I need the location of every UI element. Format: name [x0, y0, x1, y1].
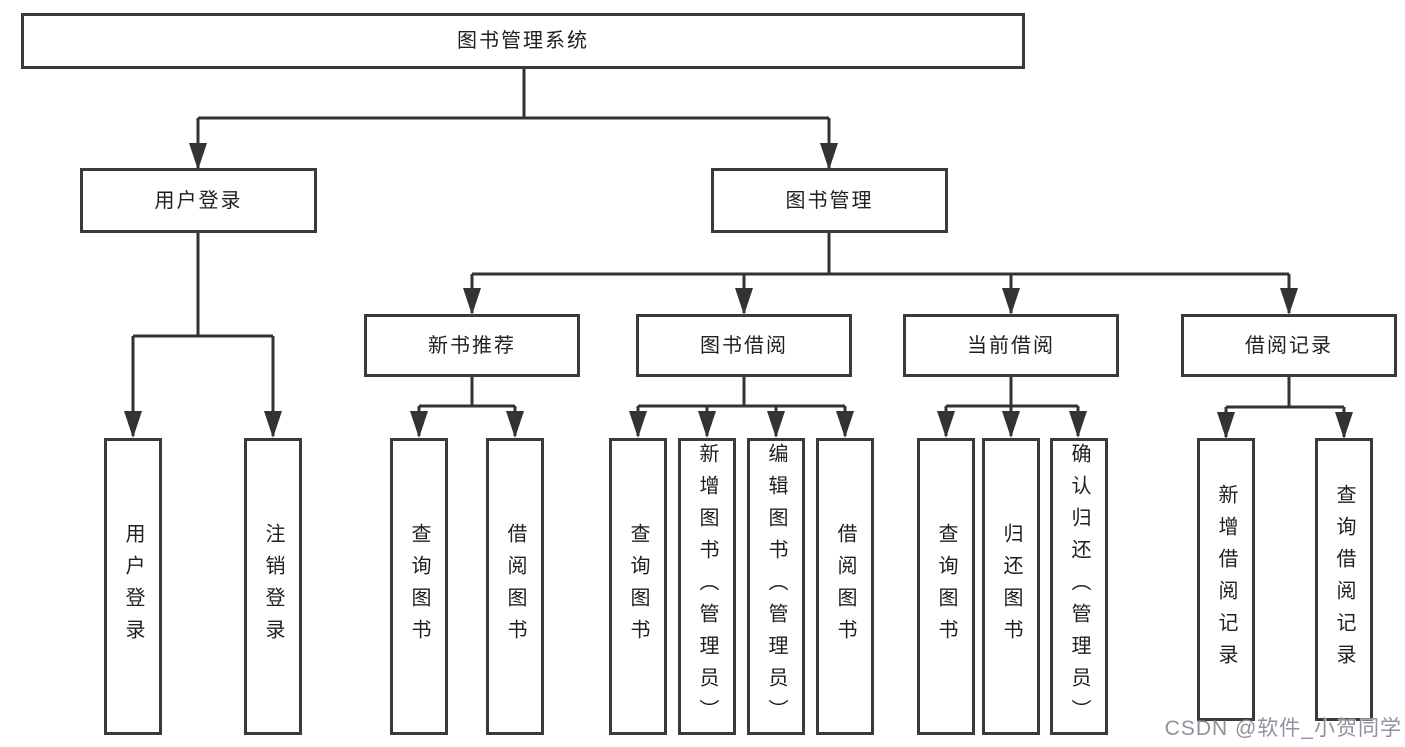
leaf-query-books-current: 查询图书 [917, 438, 975, 735]
node-user-login: 用户登录 [80, 168, 317, 233]
node-new-book-recommend: 新书推荐 [364, 314, 580, 377]
leaf-logout: 注销登录 [244, 438, 302, 735]
node-root: 图书管理系统 [21, 13, 1025, 69]
node-book-borrow: 图书借阅 [636, 314, 852, 377]
leaf-add-books-admin: 新增图书（管理员） [678, 438, 736, 735]
leaf-user-login: 用户登录 [104, 438, 162, 735]
node-book-management: 图书管理 [711, 168, 948, 233]
csdn-watermark: CSDN @软件_小贺同学 [1164, 717, 1402, 740]
leaf-query-books-borrow: 查询图书 [609, 438, 667, 735]
leaf-borrow-books: 借阅图书 [816, 438, 874, 735]
leaf-confirm-return-admin: 确认归还（管理员） [1050, 438, 1108, 735]
node-borrow-records: 借阅记录 [1181, 314, 1397, 377]
leaf-add-borrow-record: 新增借阅记录 [1197, 438, 1255, 721]
leaf-borrow-books-recommend: 借阅图书 [486, 438, 544, 735]
leaf-query-borrow-record: 查询借阅记录 [1315, 438, 1373, 721]
leaf-edit-books-admin: 编辑图书（管理员） [747, 438, 805, 735]
leaf-return-books: 归还图书 [982, 438, 1040, 735]
node-current-borrow: 当前借阅 [903, 314, 1119, 377]
leaf-query-books-recommend: 查询图书 [390, 438, 448, 735]
